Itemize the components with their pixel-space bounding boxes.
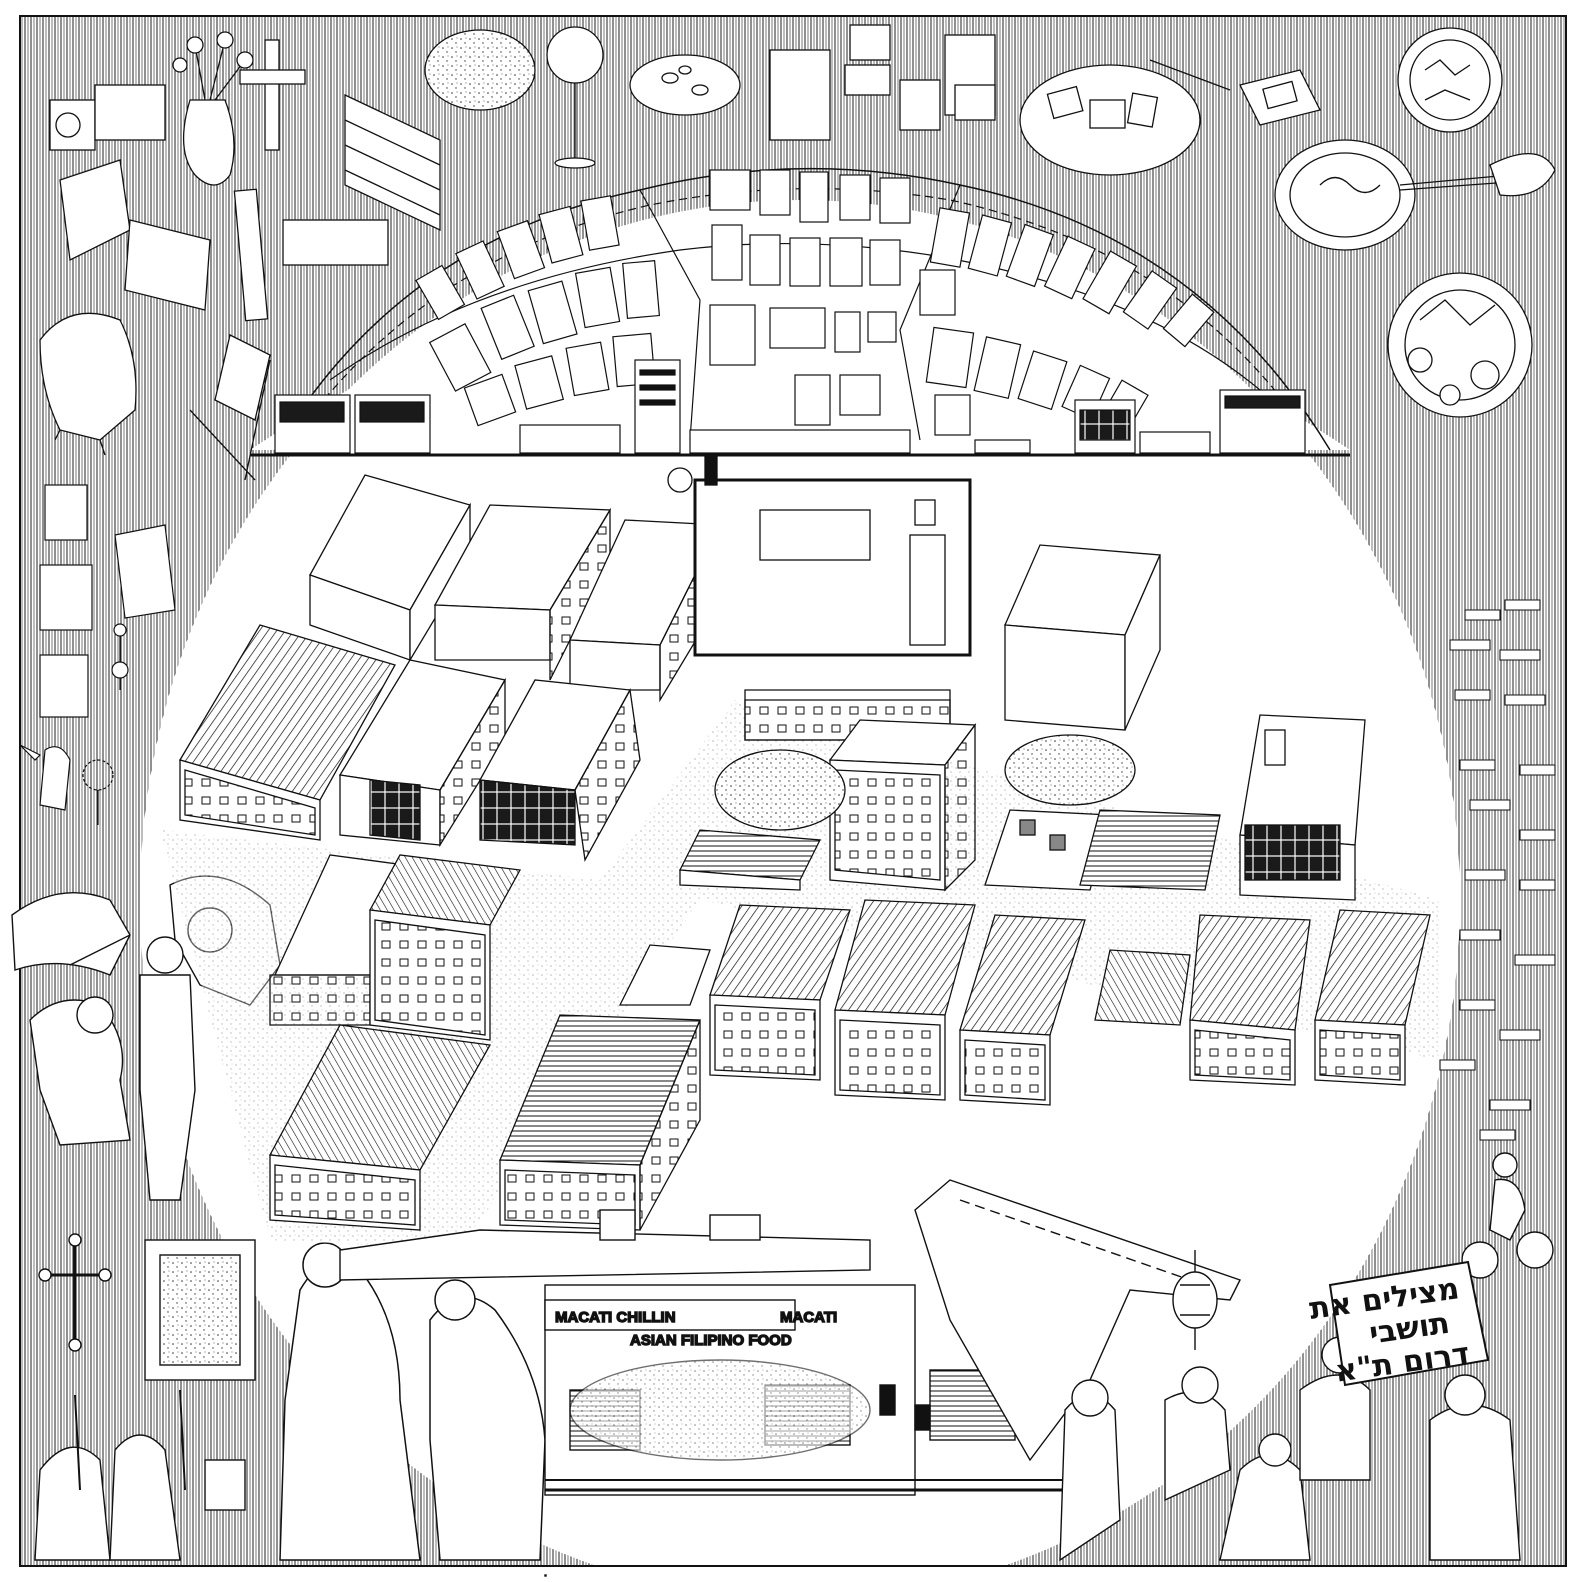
street-perspective <box>914 1179 1241 1462</box>
crate-stack <box>49 84 166 151</box>
chinese-lantern-icon <box>1172 1250 1218 1350</box>
right-animal-column <box>1439 599 1556 1141</box>
decorated-plate-top <box>1397 27 1503 133</box>
pizza-plate <box>629 54 741 116</box>
row1-blocks <box>179 624 641 863</box>
robed-statues <box>279 1242 546 1561</box>
shop-sign-right: MACATI <box>780 1309 837 1326</box>
street-elevation <box>250 359 1350 457</box>
animal-row-8 <box>1459 999 1541 1041</box>
animal-row-10 <box>1479 1129 1516 1141</box>
row2-blocks <box>269 854 1431 1106</box>
animal-row-4 <box>1459 759 1556 776</box>
standing-man <box>139 936 196 1201</box>
isometric-neighborhood <box>160 454 1440 1250</box>
lamp-stand <box>204 1459 246 1511</box>
animal-row-9 <box>1439 1059 1531 1111</box>
middle-blocks <box>678 689 1366 901</box>
framed-icon-3 <box>39 654 89 718</box>
plastic-chair <box>39 312 137 456</box>
tree-canopy <box>424 29 536 111</box>
seated-man <box>29 996 131 1146</box>
framed-photo-1 <box>44 484 88 541</box>
animal-row-6 <box>1464 869 1556 891</box>
plan-block-group-center <box>709 169 911 426</box>
shop-sign-middle: ASIAN FILIPINO FOOD <box>630 1332 792 1349</box>
restaurant-section <box>667 454 972 657</box>
animal-row-3 <box>1454 689 1546 706</box>
animal-row-7 <box>1459 929 1556 966</box>
platter-with-food <box>1019 59 1231 176</box>
bottom-left-figures <box>34 1233 256 1561</box>
rosary-icon <box>111 623 129 690</box>
top-left-objects <box>39 24 996 481</box>
animal-row-2 <box>1449 639 1541 661</box>
animal-row-5 <box>1469 799 1556 841</box>
poster-paper <box>59 159 389 322</box>
shop-sign-left: MACATI CHILLIN <box>555 1309 676 1326</box>
framed-icon-2 <box>39 564 93 631</box>
angel-figurine <box>19 744 71 811</box>
folding-chair <box>189 334 271 481</box>
standing-fan <box>546 26 604 169</box>
vase-of-flowers-icon <box>172 31 254 186</box>
butter-dish <box>1239 69 1321 126</box>
animal-row-1 <box>1464 599 1541 621</box>
snack-packages <box>769 24 996 141</box>
neighborhood-plan-arc <box>274 167 1331 451</box>
kneeling-women <box>34 1389 186 1561</box>
bottom-right-figures <box>1059 1152 1554 1562</box>
left-column-icons <box>19 484 176 825</box>
paper-notice <box>114 524 176 619</box>
decorated-plate-bottom <box>1387 272 1533 418</box>
plan-block-group-right <box>919 207 1215 436</box>
bowl-with-chopsticks <box>1274 139 1556 251</box>
crucifix-icon <box>38 1233 112 1352</box>
top-right-food <box>1019 27 1556 418</box>
rosary-beads <box>82 759 114 825</box>
bottle-rack <box>344 93 441 232</box>
flag-left <box>11 892 131 976</box>
storefront-section: MACATI CHILLIN ASIAN FILIPINO FOOD MACAT… <box>339 1209 1070 1577</box>
crucifix-icon <box>239 39 306 151</box>
front-blocks <box>268 944 711 1231</box>
cyclist <box>1461 1152 1554 1279</box>
